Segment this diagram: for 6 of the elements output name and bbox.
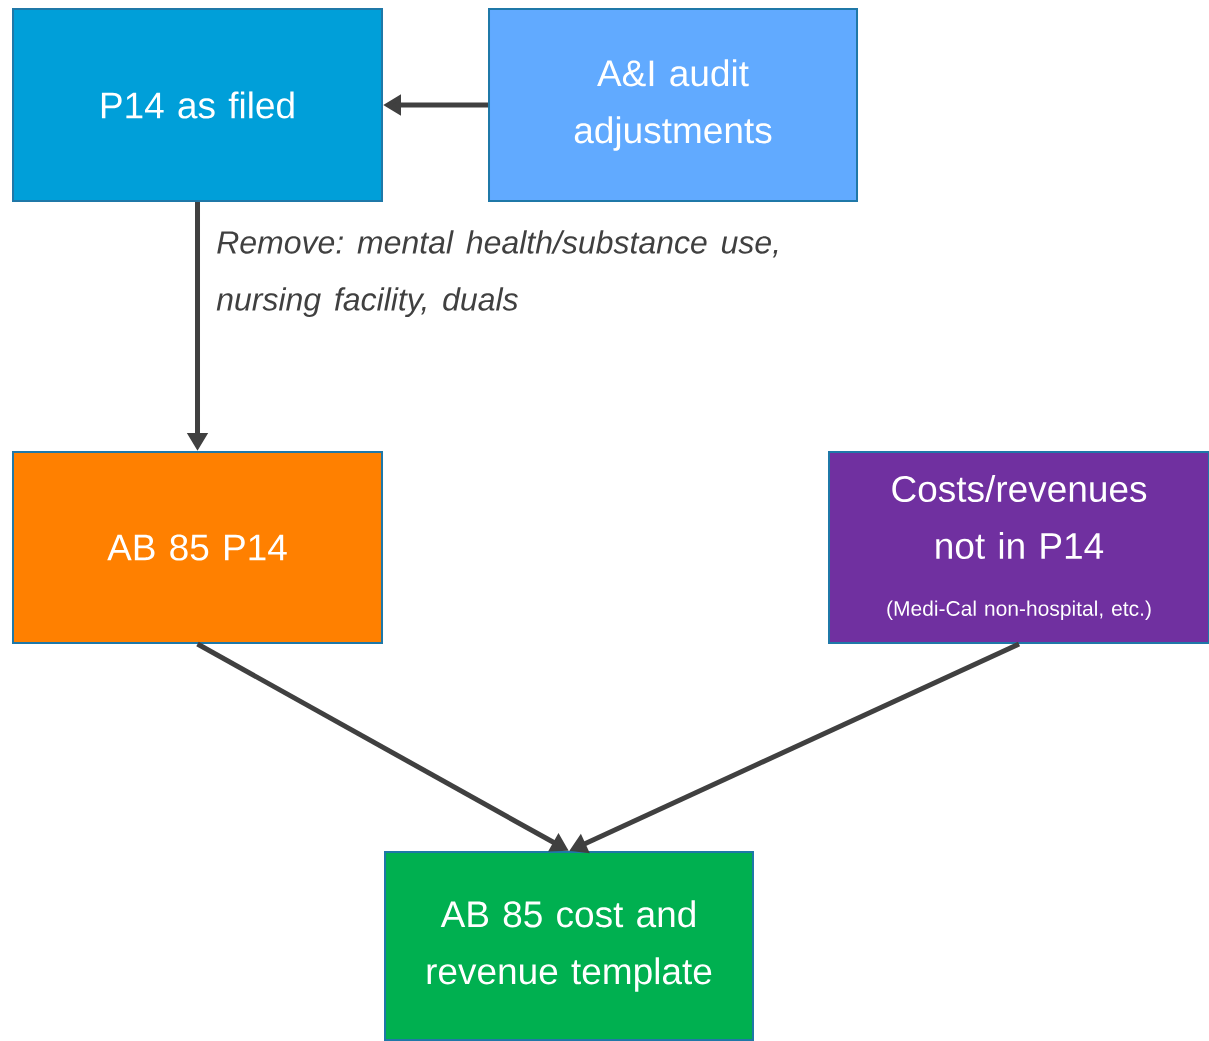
- process-box: A&I audit adjustments: [488, 8, 858, 202]
- process-box: Costs/revenues not in P14 (Medi-Cal non-hospital, etc.): [828, 451, 1209, 644]
- process-box: P14 as filed: [12, 8, 383, 202]
- edge-label: Remove: mental health/substance use, nursing facility, duals: [216, 230, 778, 317]
- process-box: AB 85 P14: [12, 451, 383, 644]
- process-box: AB 85 cost and revenue template: [384, 851, 754, 1041]
